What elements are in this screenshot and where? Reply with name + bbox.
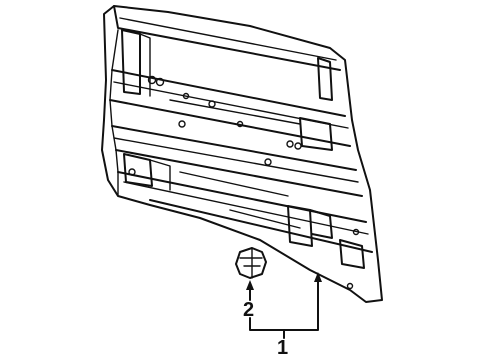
clip-part xyxy=(235,247,267,279)
leader-lines xyxy=(246,272,322,339)
callout-label-1: 1 xyxy=(277,337,288,359)
arrowhead-2 xyxy=(246,280,254,290)
leader-bracket-1 xyxy=(249,277,319,331)
callout-label-2: 2 xyxy=(243,299,254,321)
rear-panel-part xyxy=(101,5,383,303)
arrowhead-1 xyxy=(314,272,322,282)
